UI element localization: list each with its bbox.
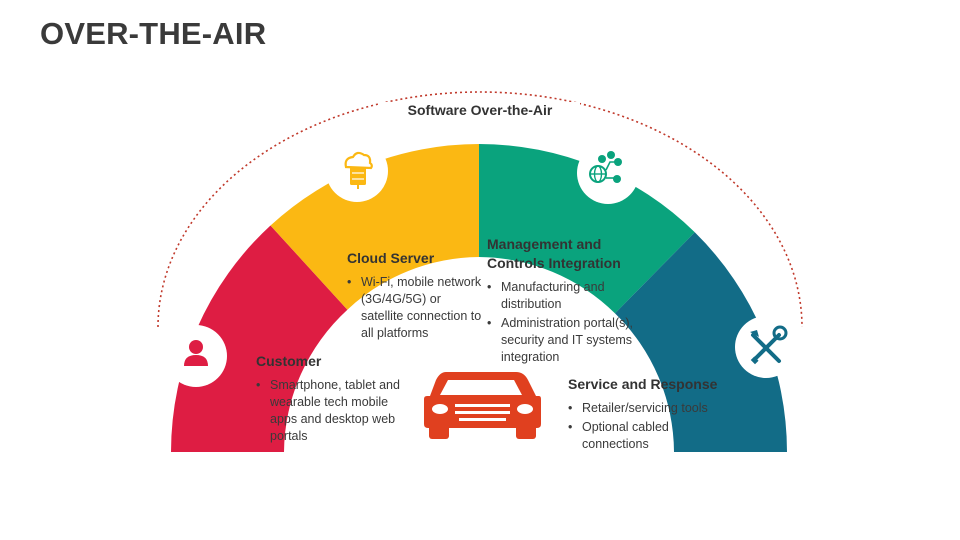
service-icon-circle [735,316,797,378]
service-block: Service and Response Retailer/servicing … [568,375,728,455]
customer-bullets: Smartphone, tablet and wearable tech mob… [256,377,406,445]
tools-icon [750,325,788,365]
car-icon [424,372,541,439]
management-title: Management and Controls Integration [487,236,621,271]
service-title: Service and Response [568,376,718,392]
customer-bullet: Smartphone, tablet and wearable tech mob… [256,377,406,445]
globe-network-icon [589,151,622,183]
segment-green [479,144,695,314]
service-bullet-2: Optional cabled connections [568,419,728,453]
person-icon [184,340,208,366]
dotted-arc [157,91,803,328]
segment-teal [615,232,787,452]
cloud-icon-circle [326,140,388,202]
cloud-bullet: Wi-Fi, mobile network (3G/4G/5G) or sate… [347,274,485,342]
arc-label: Software Over-the-Air [380,102,580,118]
service-bullets: Retailer/servicing tools Optional cabled… [568,400,728,453]
cloud-block: Cloud Server Wi-Fi, mobile network (3G/4… [347,249,485,344]
page-title: OVER-THE-AIR [40,16,267,51]
management-bullet-2: Administration portal(s), security and I… [487,315,652,366]
management-block: Management and Controls Integration Manu… [487,235,652,368]
segment-red [171,225,348,452]
service-bullet-1: Retailer/servicing tools [568,400,728,417]
customer-block: Customer Smartphone, tablet and wearable… [256,352,406,447]
cloud-bullets: Wi-Fi, mobile network (3G/4G/5G) or sate… [347,274,485,342]
customer-title: Customer [256,353,322,369]
management-bullet-1: Manufacturing and distribution [487,279,652,313]
cloud-server-icon [344,151,373,189]
management-icon-circle [577,142,639,204]
management-bullets: Manufacturing and distribution Administr… [487,279,652,366]
cloud-title: Cloud Server [347,250,435,266]
segment-yellow [270,144,479,310]
customer-icon-circle [165,325,227,387]
